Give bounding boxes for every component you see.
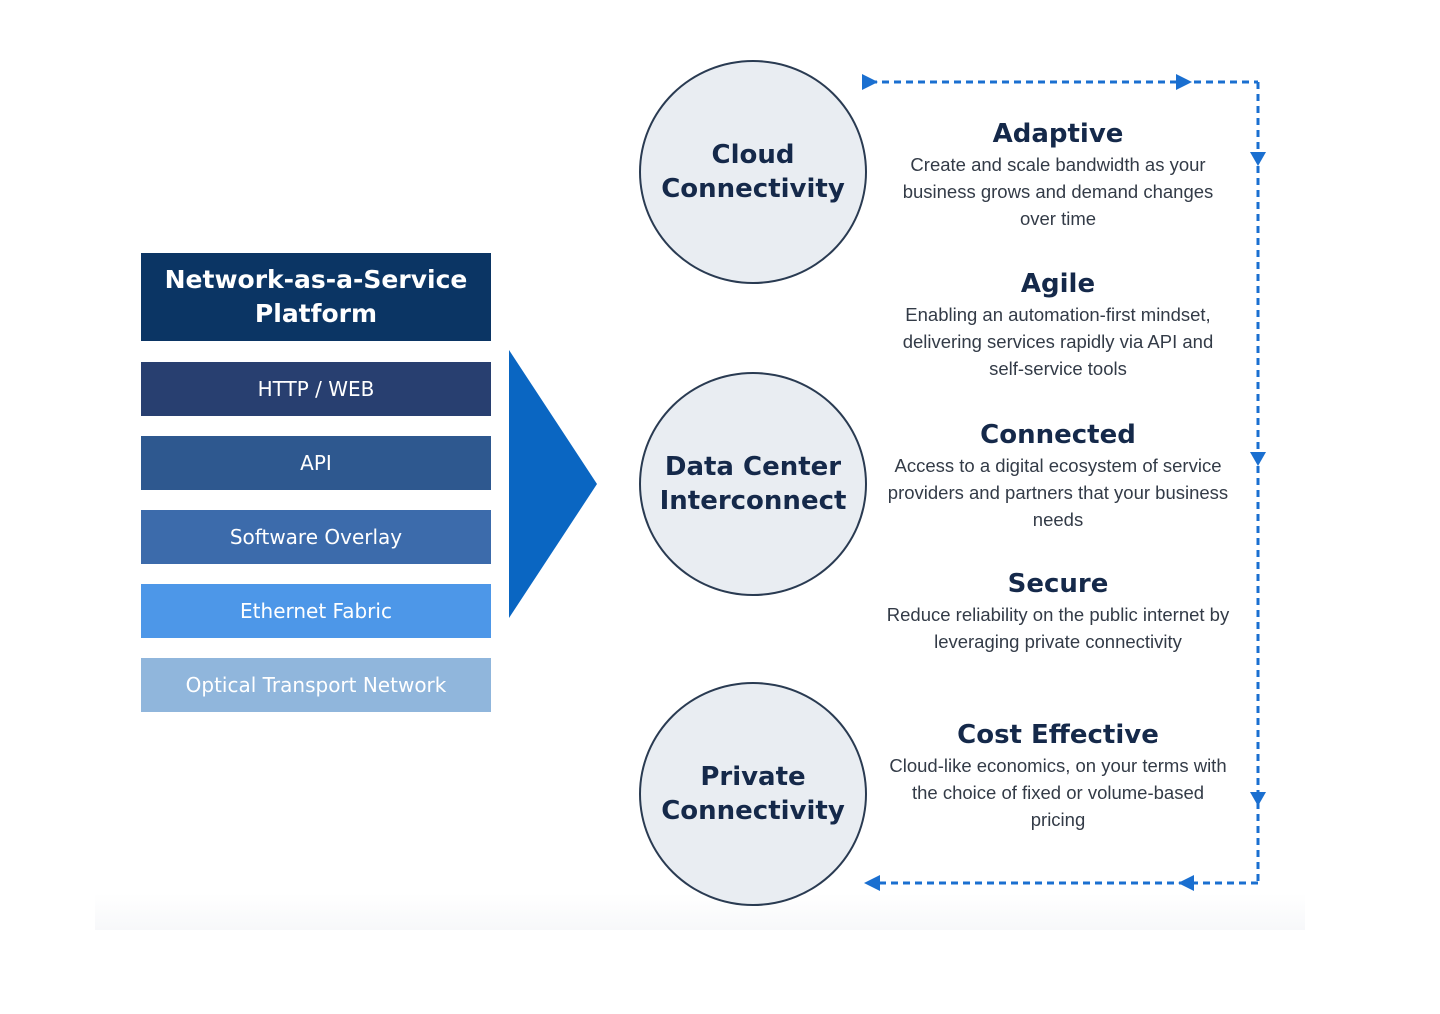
benefit-description: Reduce reliability on the public interne… <box>886 604 1230 652</box>
benefit-connected: Connected Access to a digital ecosystem … <box>885 420 1231 533</box>
benefit-agile: Agile Enabling an automation-first minds… <box>885 269 1231 382</box>
layer-label: Software Overlay <box>229 525 403 549</box>
service-circle-private-connectivity: Private Connectivity <box>639 682 867 906</box>
benefit-description: Create and scale bandwidth as your busin… <box>902 154 1214 229</box>
benefit-title: Cost Effective <box>957 720 1159 750</box>
arrow-down-icon <box>1250 792 1266 806</box>
layer-software-overlay: Software Overlay <box>141 510 491 564</box>
flow-loop <box>862 74 1266 891</box>
arrow-right-icon <box>862 74 878 90</box>
benefit-title: Agile <box>1020 269 1096 299</box>
service-label: Cloud Connectivity <box>661 140 845 204</box>
service-label: Private Connectivity <box>661 762 845 826</box>
benefit-cost-effective: Cost Effective Cloud-like economics, on … <box>885 720 1231 833</box>
layer-ethernet-fabric: Ethernet Fabric <box>141 584 491 638</box>
layer-api: API <box>141 436 491 490</box>
layer-optical-transport: Optical Transport Network <box>141 658 491 712</box>
service-circle-cloud-connectivity: Cloud Connectivity <box>639 60 867 284</box>
arrow-down-icon <box>1250 452 1266 466</box>
benefit-secure: Secure Reduce reliability on the public … <box>885 569 1231 655</box>
arrow-right-icon <box>1176 74 1192 90</box>
platform-title-box: Network-as-a-Service Platform <box>141 253 491 341</box>
layer-label: Ethernet Fabric <box>240 599 392 623</box>
chevron-shape <box>509 350 597 618</box>
platform-title: Network-as-a-Service Platform <box>164 265 468 328</box>
benefit-description: Enabling an automation-first mindset, de… <box>902 304 1214 379</box>
benefit-title: Adaptive <box>992 119 1124 149</box>
layer-label: HTTP / WEB <box>257 377 375 401</box>
arrow-left-icon <box>864 875 880 891</box>
arrow-down-icon <box>1250 152 1266 166</box>
benefit-title: Connected <box>980 420 1136 450</box>
service-label: Data Center Interconnect <box>659 452 847 516</box>
benefit-title: Secure <box>1007 569 1109 599</box>
layer-label: API <box>300 451 332 475</box>
benefit-description: Cloud-like economics, on your terms with… <box>889 755 1227 830</box>
service-circle-data-center-interconnect: Data Center Interconnect <box>639 372 867 596</box>
layer-http-web: HTTP / WEB <box>141 362 491 416</box>
layer-label: Optical Transport Network <box>185 673 447 697</box>
chevron-right-icon <box>509 350 597 618</box>
arrow-left-icon <box>1178 875 1194 891</box>
benefit-adaptive: Adaptive Create and scale bandwidth as y… <box>885 119 1231 232</box>
benefit-description: Access to a digital ecosystem of service… <box>887 455 1229 530</box>
